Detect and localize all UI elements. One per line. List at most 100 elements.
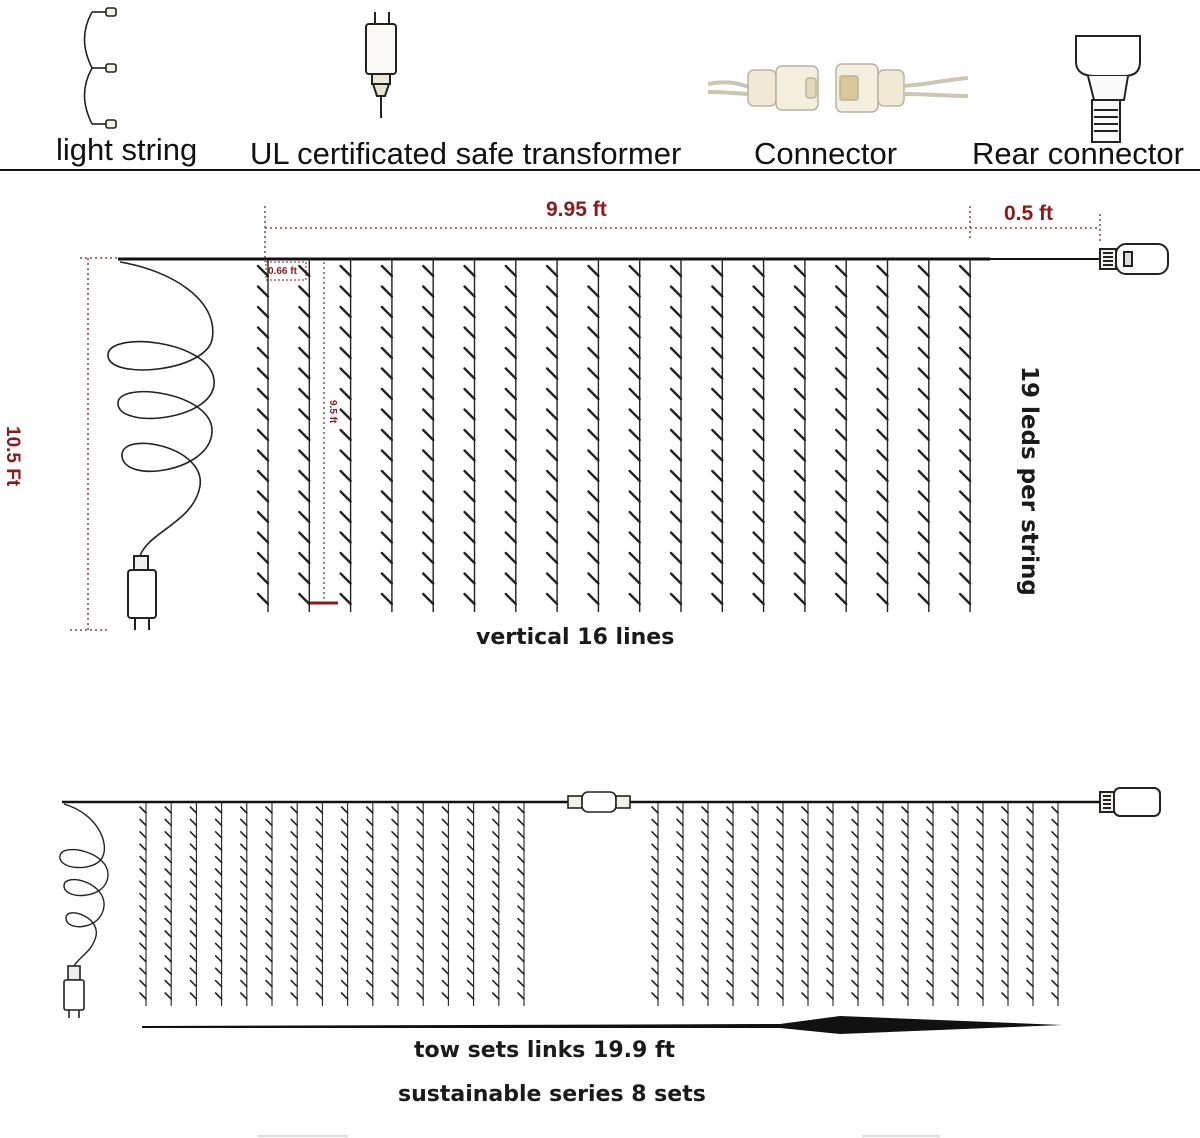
led-bulb [776,818,784,827]
led-bulb [441,830,450,839]
led-bulb [587,305,600,319]
led-bulb [958,408,972,421]
led-bulb [340,843,349,852]
led-bulb [545,428,559,442]
led-bulb [711,285,724,298]
led-bulb [422,490,435,503]
led-bulb [876,855,884,864]
led-bulb [504,428,517,442]
led-bulb [628,264,641,278]
led-bulb [751,818,759,827]
led-bulb [951,843,959,852]
led-bulb [701,818,709,827]
led-bulb [504,510,517,524]
led-bulb [422,285,435,298]
led-bulb [752,531,765,544]
led-bulb [876,592,889,606]
led-bulb [851,967,859,976]
led-bulb [711,510,724,524]
led-bulb [265,892,273,901]
led-bulb [545,285,559,298]
led-bulb [315,979,324,988]
led-bulb [701,830,709,839]
mid-connector [567,791,631,813]
led-bulb [189,905,198,914]
light-string-label: light string [56,132,198,167]
led-bulb [517,930,525,938]
led-bulb [1051,818,1059,827]
led-bulb [164,954,172,963]
led-bulb [1051,880,1059,889]
led-bulb [339,572,352,585]
led-bulb [214,818,223,827]
led-bulb [1051,892,1059,901]
led-bulb [801,954,809,963]
led-bulb [711,469,724,483]
led-bulb [958,367,972,380]
led-bulb [1026,930,1034,938]
lead-wire-coil-linked [59,803,109,967]
led-bulb [517,868,525,876]
led-bulb [1051,868,1059,876]
led-bulb [752,408,765,421]
led-bulb [463,346,476,360]
led-bulb [416,868,425,876]
led-bulb [416,954,425,963]
led-bulb [676,954,684,963]
rear-connector [1099,243,1169,275]
led-bulb [676,892,684,901]
led-bulb [265,992,273,1000]
led-bulb [669,408,683,421]
led-bulb [422,510,435,524]
led-bulb [851,818,859,827]
led-bulb [164,930,172,938]
led-bulb [826,806,834,814]
led-bulb [491,868,500,876]
led-bulb [676,917,684,926]
led-bulb [751,967,759,976]
led-bulb [793,449,807,462]
led-bulb [752,572,765,585]
led-bulb [441,892,450,901]
led-bulb [1001,880,1009,889]
led-bulb [315,954,324,963]
led-bulb [628,510,641,524]
led-bulb [256,551,270,565]
led-bulb [835,428,848,442]
led-bulb [587,367,600,380]
led-bulb [726,979,734,988]
led-bulb [926,806,934,814]
led-bulb [726,868,734,876]
led-bulb [214,942,223,951]
led-bulb [676,905,684,914]
led-bulb [976,855,984,864]
led-bulb [290,992,299,1000]
led-bulb [491,830,500,839]
led-bulb [676,967,684,976]
led-bulb [826,954,834,963]
led-bulb [1001,942,1009,951]
led-bulb [826,868,834,876]
led-bulb [339,367,352,380]
led-bulb [751,868,759,876]
led-bulb [876,449,889,462]
led-bulb [189,880,198,889]
led-bulb [676,855,684,864]
led-bulb [315,930,324,938]
led-bulb [240,930,248,938]
led-bulb [793,428,807,442]
led-bulb [214,917,223,926]
led-bulb [835,490,848,503]
led-bulb [416,892,425,901]
led-bulb [793,572,807,585]
led-bulb [380,592,394,606]
transformer-plug-icon [365,12,397,118]
led-bulb [793,510,807,524]
led-bulb [1051,830,1059,839]
led-bulb [776,855,784,864]
led-bulb [628,592,641,606]
led-bulb [917,469,930,483]
led-bulb [164,806,172,814]
led-bulb [545,326,559,339]
led-bulb [422,346,435,360]
